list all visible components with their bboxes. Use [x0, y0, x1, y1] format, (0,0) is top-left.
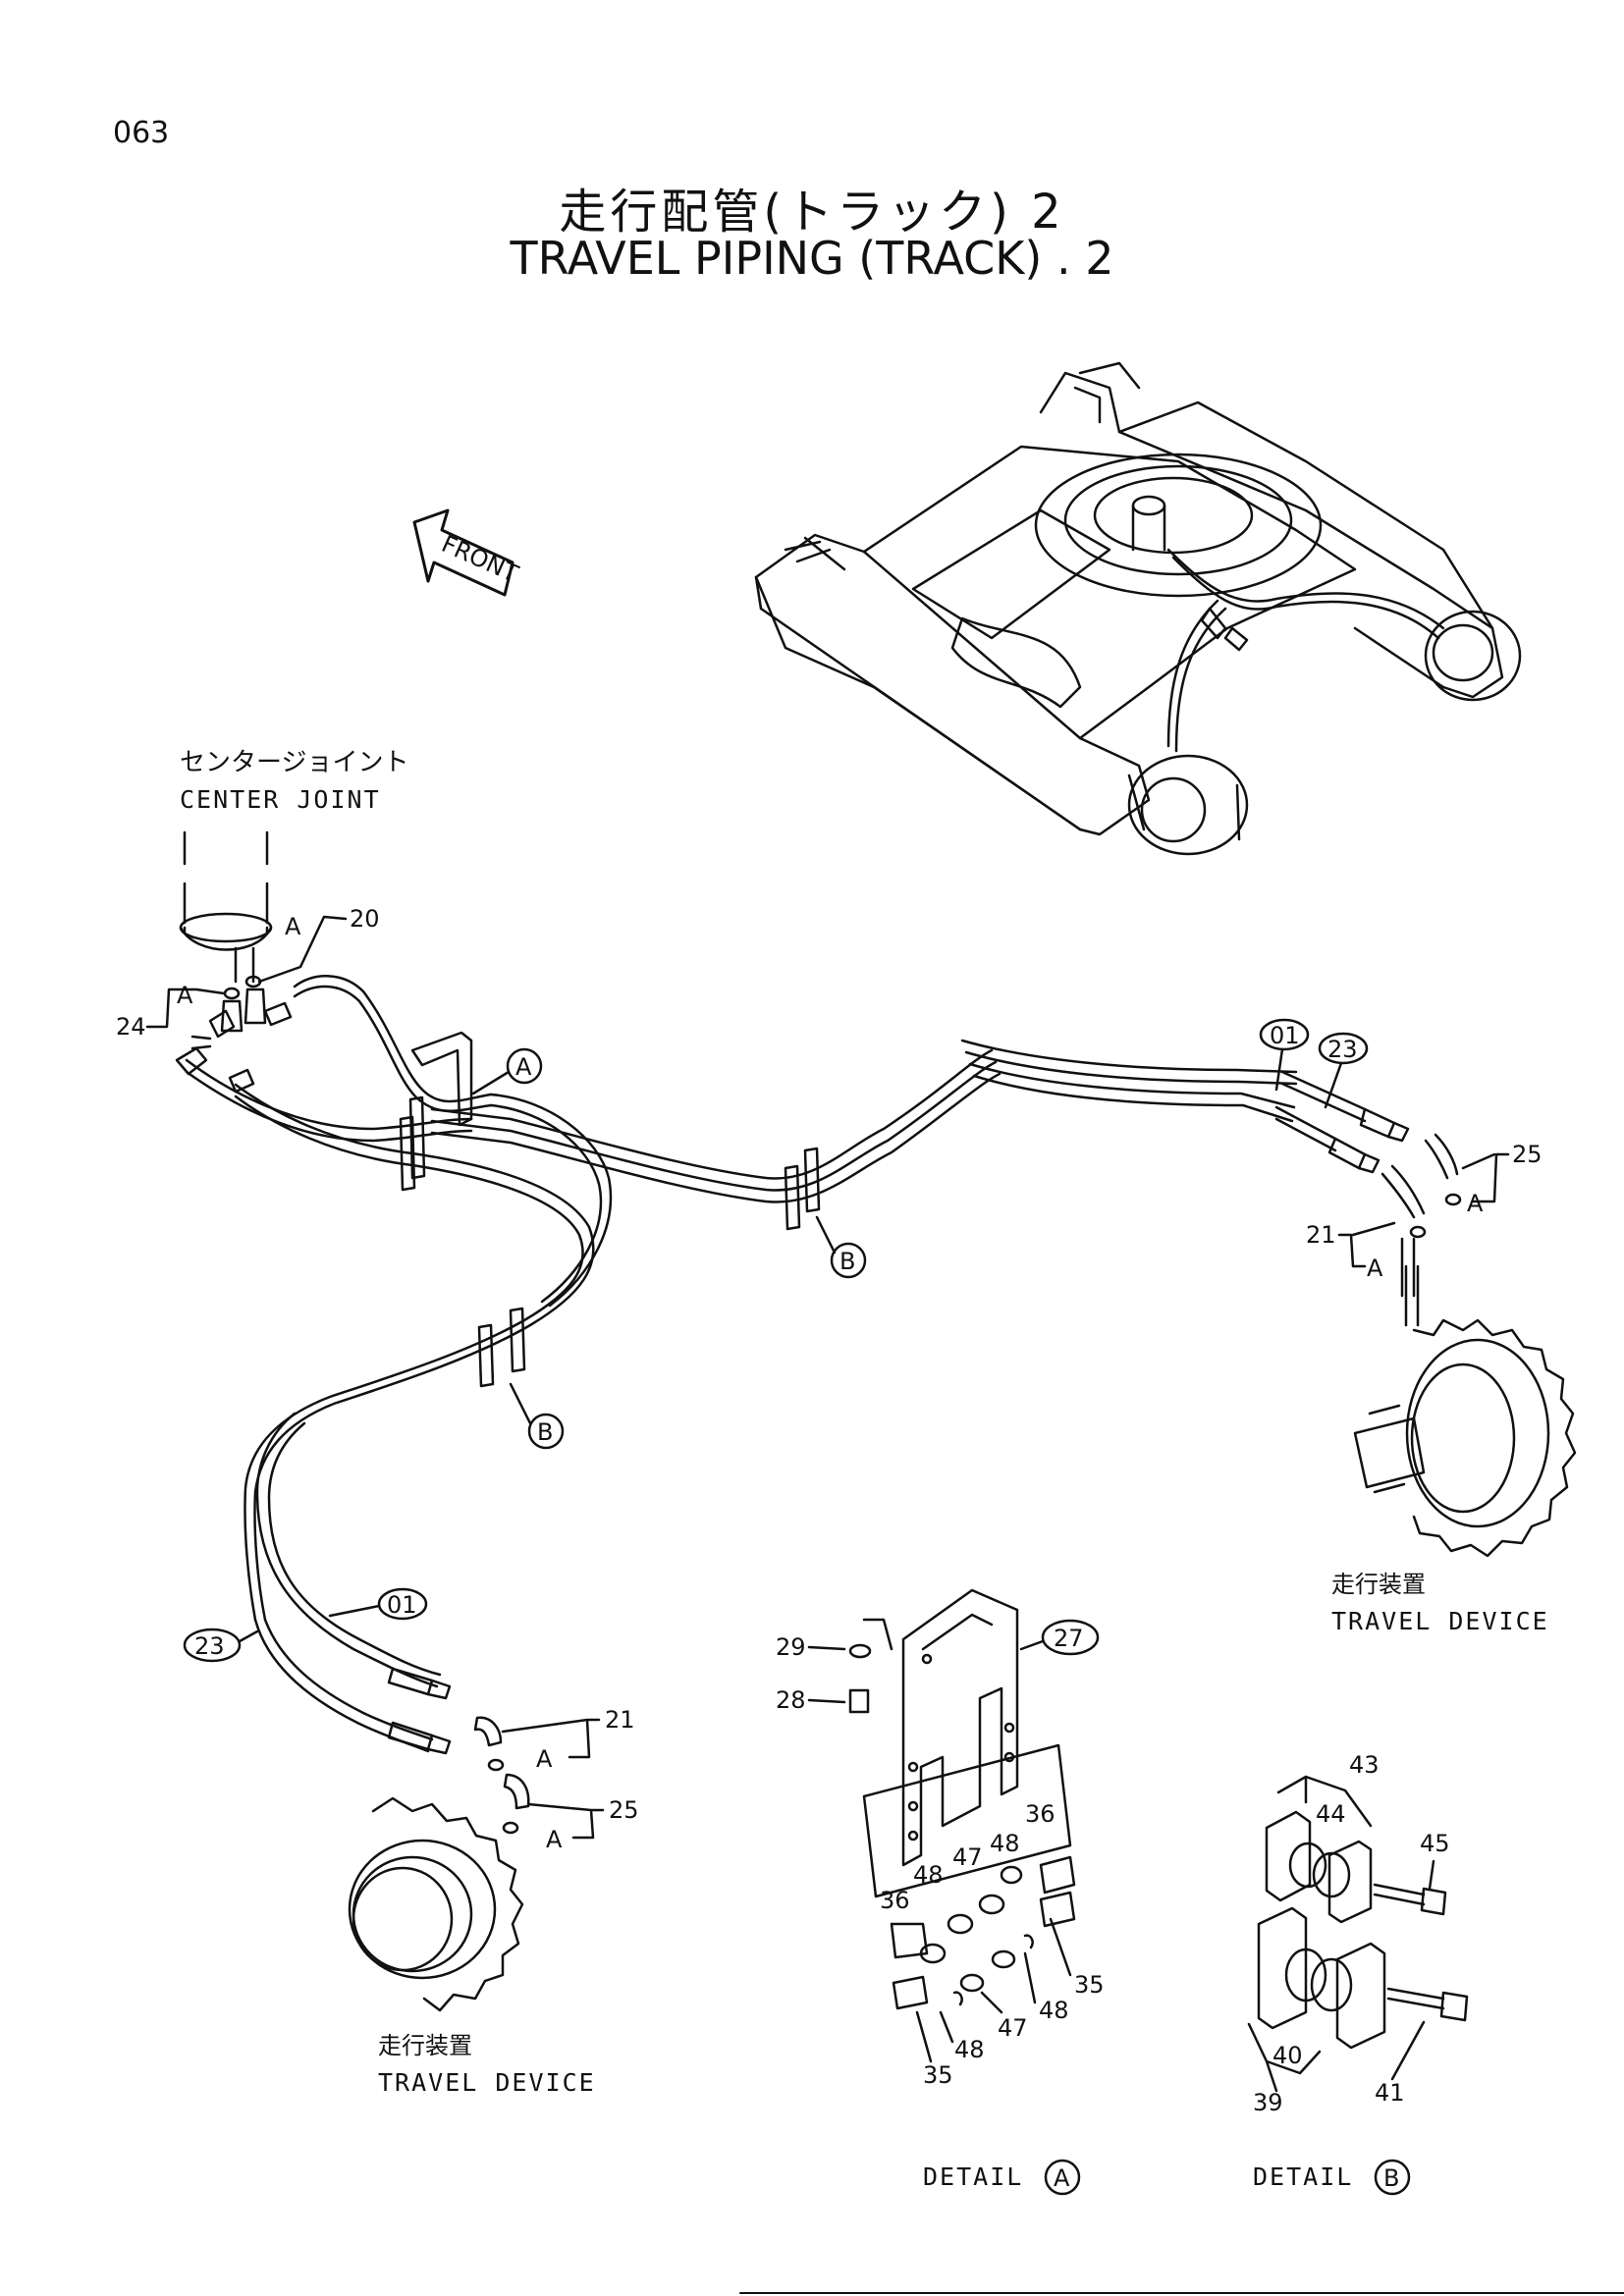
front-label: FRONT	[438, 530, 523, 588]
part-39: 39	[1253, 2089, 1283, 2116]
part-48-d: 48	[954, 2036, 985, 2063]
page-number: 063	[113, 116, 170, 150]
callouts-main: A B B 20 A 24 A 01 23 25 A 21 A 01	[116, 905, 1543, 1853]
part-28: 28	[776, 1686, 806, 1714]
part-20: 20	[350, 905, 380, 933]
part-47-a: 47	[952, 1843, 983, 1871]
part-21-left: 21	[605, 1706, 635, 1734]
part-24: 24	[116, 1013, 146, 1041]
detail-b-marker: B	[1383, 2164, 1399, 2192]
part-21-right: 21	[1306, 1221, 1336, 1249]
travel-hoses	[175, 975, 1410, 1755]
detail-a-illustration: 27 29 28 36 48 47 48 36 35 48 47 48 35	[776, 1588, 1105, 2196]
part-36-b: 36	[880, 1887, 910, 1914]
part-29: 29	[776, 1633, 806, 1661]
travel-device-right-jp: 走行装置	[1331, 1571, 1426, 1598]
travel-device-left-jp: 走行装置	[378, 2032, 472, 2059]
marker-b-2: B	[537, 1418, 553, 1446]
part-23-right: 23	[1327, 1036, 1358, 1063]
left-lower-fittings	[473, 1716, 530, 1835]
title-english: TRAVEL PIPING (TRACK) . 2	[510, 232, 1114, 285]
part-48-b: 48	[913, 1861, 944, 1889]
part-35-a: 35	[1074, 1971, 1105, 1999]
marker-a-21-right: A	[1367, 1255, 1383, 1282]
part-36-a: 36	[1025, 1800, 1056, 1828]
part-48-a: 48	[990, 1830, 1020, 1857]
part-23-left: 23	[194, 1632, 225, 1660]
marker-a-main: A	[515, 1053, 532, 1081]
travel-device-right-en: TRAVEL DEVICE	[1331, 1607, 1549, 1635]
mounting-bracket	[410, 1031, 473, 1127]
marker-a-25-right: A	[1467, 1190, 1484, 1217]
detail-b-label: DETAIL	[1253, 2163, 1353, 2191]
marker-a-24: A	[177, 982, 193, 1009]
title-japanese: 走行配管(トラック) 2	[559, 185, 1065, 240]
center-joint-fittings	[190, 975, 293, 1050]
pipe-clamps	[399, 1095, 821, 1388]
part-40: 40	[1272, 2042, 1303, 2069]
marker-a-25-left: A	[546, 1826, 563, 1853]
part-47-b: 47	[998, 2014, 1028, 2042]
center-joint-jp: センタージョイント	[180, 748, 408, 777]
part-01-left: 01	[387, 1591, 417, 1619]
marker-a-20: A	[285, 913, 301, 940]
part-45: 45	[1420, 1830, 1450, 1857]
track-frame-illustration	[754, 361, 1522, 856]
detail-a-marker: A	[1054, 2164, 1070, 2192]
detail-b-illustration: 43 44 45 40 39 41 DETAIL B	[1247, 1751, 1469, 2196]
part-43: 43	[1349, 1751, 1380, 1779]
center-joint-en: CENTER JOINT	[180, 785, 381, 814]
center-joint-illustration: センタージョイント CENTER JOINT	[179, 748, 408, 984]
right-fittings	[1380, 1133, 1462, 1298]
part-41: 41	[1375, 2079, 1405, 2107]
front-arrow-icon: FRONT	[412, 508, 523, 597]
part-48-c: 48	[1039, 1997, 1069, 2024]
part-27: 27	[1054, 1625, 1084, 1652]
travel-device-left-en: TRAVEL DEVICE	[378, 2068, 596, 2097]
part-35-b: 35	[923, 2061, 953, 2089]
part-25-left: 25	[609, 1796, 639, 1824]
travel-device-right: 走行装置 TRAVEL DEVICE	[1331, 1264, 1577, 1635]
part-25-right: 25	[1512, 1141, 1543, 1168]
travel-device-left: 走行装置 TRAVEL DEVICE	[348, 1796, 596, 2097]
marker-b-1: B	[839, 1248, 855, 1275]
detail-a-label: DETAIL	[923, 2163, 1023, 2191]
marker-a-21-left: A	[536, 1745, 553, 1773]
part-01-right: 01	[1270, 1022, 1300, 1049]
part-44: 44	[1316, 1800, 1346, 1828]
